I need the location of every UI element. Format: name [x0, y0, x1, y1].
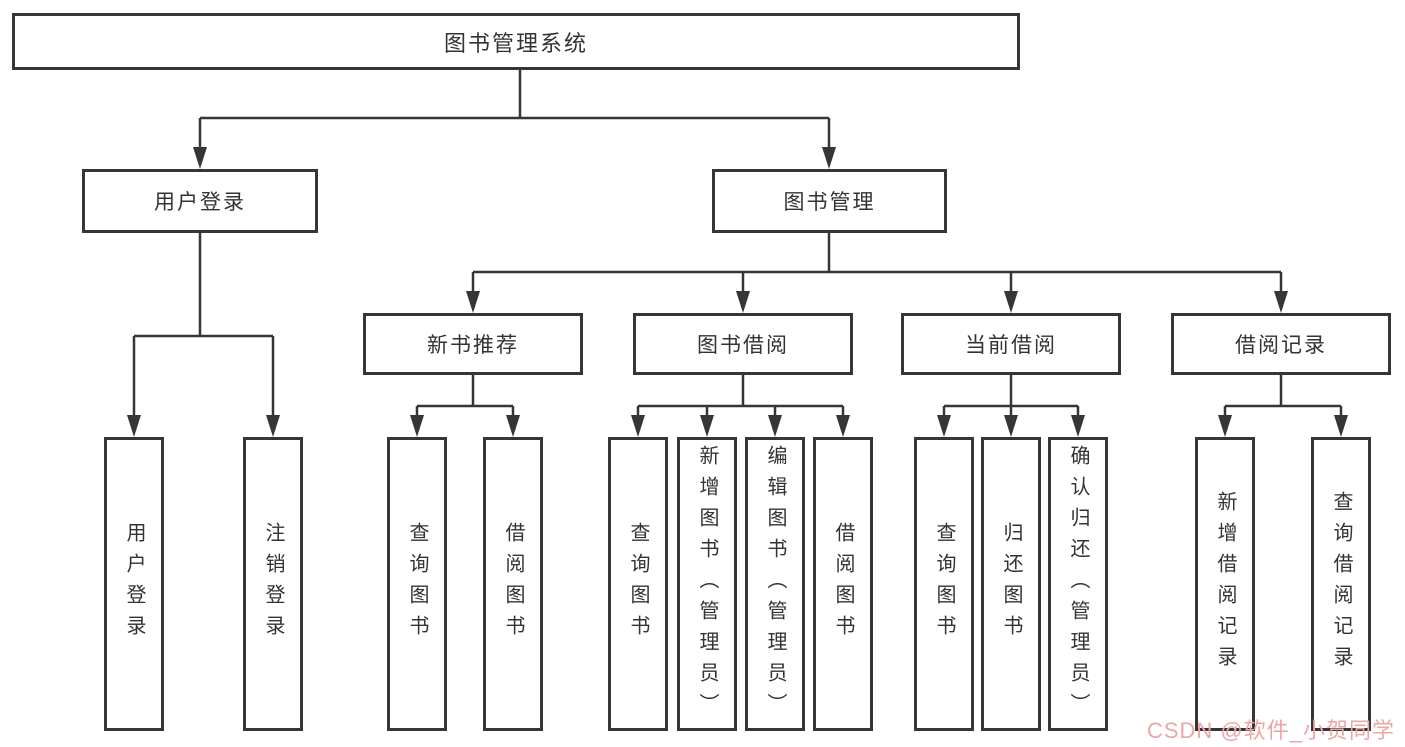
leaf-borrowing-add-books-admin-label: 新增图书（管理员） [696, 444, 718, 724]
leaf-records-query-borrow-record: 查询借阅记录 [1311, 437, 1371, 731]
leaf-current-query-books-label: 查询图书 [933, 522, 955, 646]
leaf-borrowing-borrow-books-label: 借阅图书 [832, 522, 854, 646]
leaf-current-return-books-label: 归还图书 [1000, 522, 1022, 646]
leaf-borrowing-query-books-label: 查询图书 [627, 522, 649, 646]
node-user-login-label: 用户登录 [154, 191, 246, 214]
leaf-recommend-borrow-books: 借阅图书 [483, 437, 543, 731]
leaf-recommend-query-books-label: 查询图书 [406, 522, 428, 646]
leaf-current-confirm-return-admin: 确认归还（管理员） [1048, 437, 1108, 731]
leaf-user-login: 用户登录 [104, 437, 164, 731]
node-book-management-label: 图书管理 [783, 191, 876, 214]
leaf-current-confirm-return-admin-label: 确认归还（管理员） [1067, 444, 1089, 724]
node-borrowing-records-label: 借阅记录 [1235, 334, 1327, 357]
node-book-borrowing: 图书借阅 [633, 313, 853, 375]
node-borrowing-records: 借阅记录 [1171, 313, 1391, 375]
leaf-borrowing-edit-books-admin: 编辑图书（管理员） [745, 437, 805, 731]
node-new-book-recommendation-label: 新书推荐 [427, 334, 519, 357]
leaf-borrowing-add-books-admin: 新增图书（管理员） [677, 437, 737, 731]
node-new-book-recommendation: 新书推荐 [363, 313, 583, 375]
node-book-borrowing-label: 图书借阅 [697, 334, 789, 357]
watermark: CSDN @软件_小贺同学 [1146, 718, 1395, 743]
connector-lines [132, 70, 1343, 417]
leaf-borrowing-edit-books-admin-label: 编辑图书（管理员） [764, 444, 786, 724]
leaf-user-login-label: 用户登录 [123, 522, 145, 646]
node-current-borrowing: 当前借阅 [901, 313, 1121, 375]
arrowheads [127, 147, 1348, 437]
leaf-records-add-borrow-record-label: 新增借阅记录 [1214, 491, 1236, 677]
leaf-borrowing-query-books: 查询图书 [608, 437, 668, 731]
leaf-recommend-query-books: 查询图书 [387, 437, 447, 731]
node-user-login: 用户登录 [82, 169, 318, 233]
node-book-management: 图书管理 [712, 169, 947, 233]
leaf-recommend-borrow-books-label: 借阅图书 [502, 522, 524, 646]
leaf-logout: 注销登录 [243, 437, 303, 731]
leaf-current-query-books: 查询图书 [914, 437, 974, 731]
leaf-records-query-borrow-record-label: 查询借阅记录 [1330, 491, 1352, 677]
node-root-label: 图书管理系统 [443, 30, 588, 56]
node-current-borrowing-label: 当前借阅 [965, 334, 1057, 357]
leaf-logout-label: 注销登录 [262, 522, 284, 646]
leaf-current-return-books: 归还图书 [981, 437, 1041, 731]
leaf-borrowing-borrow-books: 借阅图书 [813, 437, 873, 731]
leaf-records-add-borrow-record: 新增借阅记录 [1195, 437, 1255, 731]
node-root: 图书管理系统 [12, 13, 1020, 70]
